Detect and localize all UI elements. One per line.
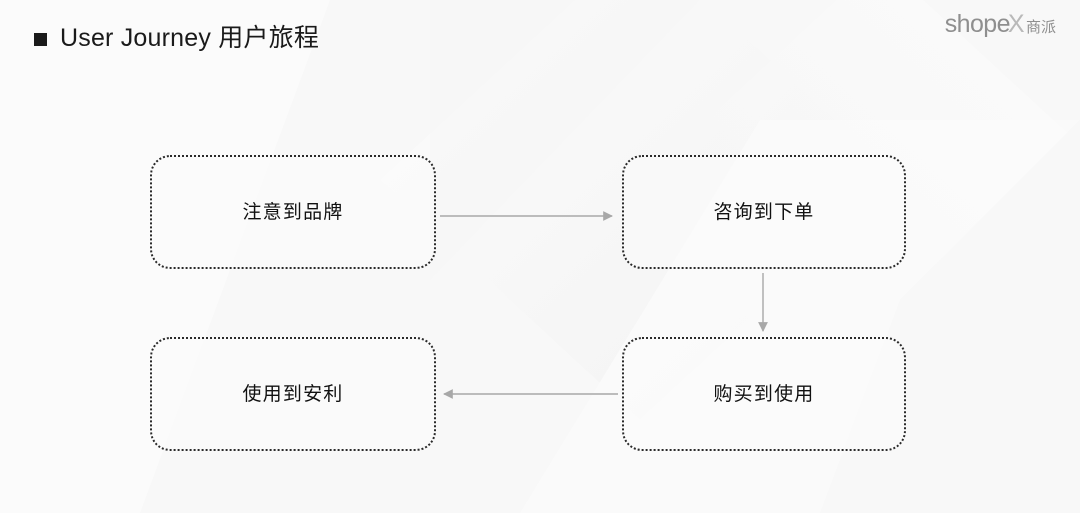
page-title-text: User Journey 用户旅程	[60, 24, 320, 52]
flowchart-node-label: 使用到安利	[242, 383, 344, 405]
logo-chinese-text: 商派	[1025, 19, 1056, 36]
flowchart-node-consult[interactable]: 咨询到下单	[622, 155, 906, 269]
page-title: User Journey 用户旅程	[34, 26, 319, 51]
flowchart-node-purchase[interactable]: 购买到使用	[622, 337, 906, 451]
square-bullet-icon	[34, 33, 47, 46]
flowchart-node-label: 咨询到下单	[713, 201, 815, 223]
slide-header: User Journey 用户旅程 shope X 商派	[0, 0, 1080, 80]
flowchart-node-advocate[interactable]: 使用到安利	[150, 337, 436, 451]
logo-wordmark: shope	[944, 10, 1011, 38]
flowchart-node-label: 购买到使用	[713, 383, 815, 405]
flowchart-node-label: 注意到品牌	[242, 201, 344, 223]
flowchart-node-attention[interactable]: 注意到品牌	[150, 155, 436, 269]
shopex-logo: shope X 商派	[945, 12, 1056, 37]
logo-x-icon: X	[1007, 10, 1025, 38]
